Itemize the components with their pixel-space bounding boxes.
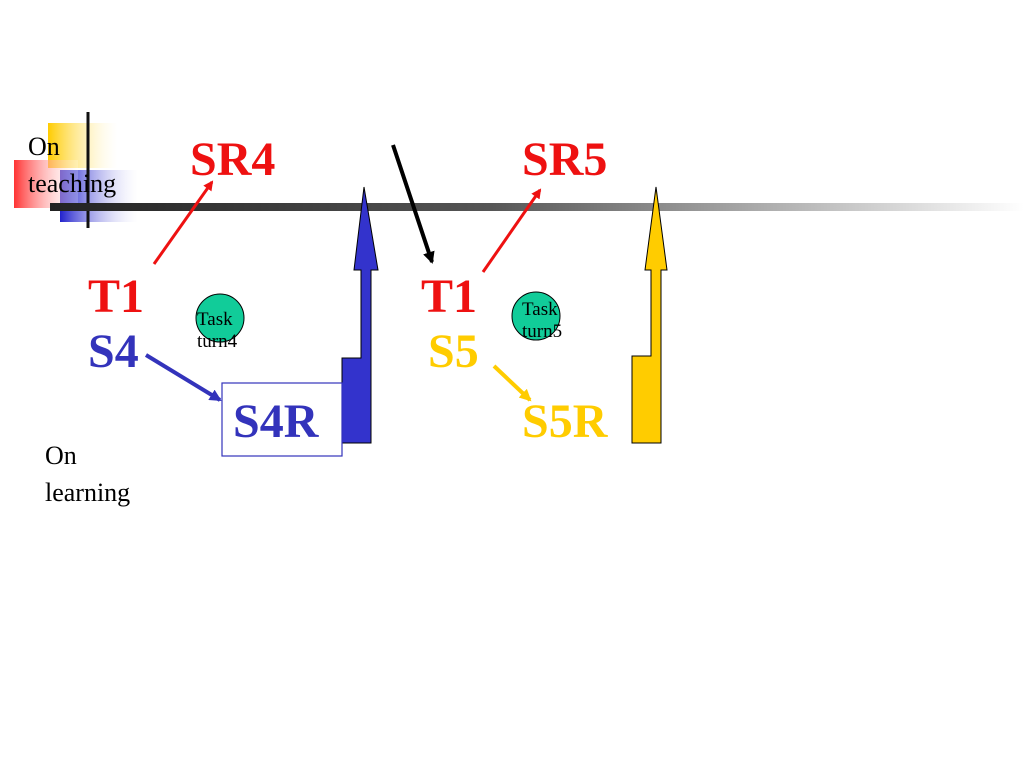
- on-teaching-label: On teaching: [28, 132, 117, 198]
- task-turn5-circle: [511, 291, 561, 341]
- s5-label: S5: [428, 325, 479, 378]
- on-learning-label: On learning: [45, 441, 131, 507]
- arrow-t1-to-sr4: [152, 180, 214, 265]
- s4-label: S4: [88, 325, 139, 378]
- header-rule: [50, 203, 1024, 211]
- s5r-label: S5R: [522, 395, 608, 448]
- blue-up-arrow-icon: [341, 186, 379, 444]
- sr5-label: SR5: [522, 133, 608, 186]
- arrow-s5-to-s5r: [492, 364, 532, 402]
- corner-squares-decoration: [14, 112, 138, 228]
- task-turn5-label: Task turn5: [522, 299, 563, 342]
- task-turn4-label: Task turn4: [197, 309, 238, 352]
- arrow-s4-to-s4r: [144, 353, 222, 402]
- t1-right-label: T1: [421, 270, 478, 323]
- s4r-box: [221, 382, 343, 457]
- yellow-up-arrow-icon: [631, 186, 668, 444]
- arrow-t1-to-sr5: [481, 188, 542, 273]
- s4r-label: S4R: [233, 395, 319, 448]
- sr4-label: SR4: [190, 133, 276, 186]
- task-turn4-circle: [195, 293, 245, 343]
- t1-left-label: T1: [88, 270, 145, 323]
- arrow-black-down: [391, 144, 435, 264]
